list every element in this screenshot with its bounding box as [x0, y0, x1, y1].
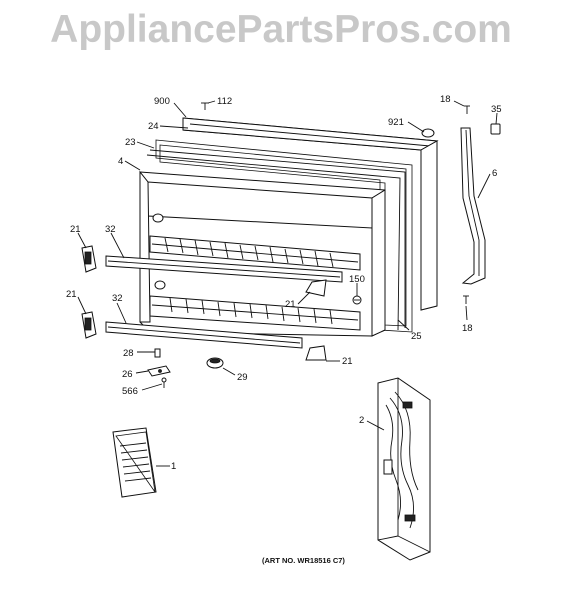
- plug-921: [421, 128, 435, 138]
- callout-18-top: 18: [440, 94, 451, 105]
- shelf-bar-lower: [105, 321, 303, 349]
- screw-112: [201, 102, 209, 110]
- callout-29: 29: [237, 372, 248, 383]
- callout-6: 6: [492, 168, 497, 179]
- fastener-150: [352, 295, 362, 305]
- inner-door-liner: [139, 170, 386, 337]
- end-cap-21-lower-left: [81, 311, 97, 339]
- callout-28: 28: [123, 348, 134, 359]
- outer-door-panel: [182, 117, 439, 311]
- art-number: (ART NO. WR18516 C7): [262, 556, 345, 565]
- callout-21-d: 21: [342, 356, 353, 367]
- screw-18-top: [464, 105, 470, 114]
- end-cap-21-lower-right: [305, 345, 327, 361]
- leader-lines: [77, 100, 498, 467]
- callout-32-a: 32: [105, 224, 116, 235]
- cap-29: [206, 357, 224, 369]
- callout-4: 4: [118, 156, 123, 167]
- end-cap-21-upper-right: [305, 279, 327, 297]
- callout-21-a: 21: [70, 224, 81, 235]
- callout-25: 25: [411, 331, 422, 342]
- callout-1: 1: [171, 461, 176, 472]
- door-handle: [460, 127, 486, 285]
- handle-cap-35: [490, 123, 501, 135]
- callout-566: 566: [122, 386, 138, 397]
- callout-23: 23: [125, 137, 136, 148]
- callout-112: 112: [217, 96, 232, 107]
- instruction-booklet: [112, 427, 157, 498]
- callout-921: 921: [388, 117, 404, 128]
- end-cap-21-upper-left: [81, 245, 97, 273]
- callout-21-b: 21: [285, 299, 296, 310]
- callout-26: 26: [122, 369, 133, 380]
- callout-900: 900: [154, 96, 170, 107]
- callout-18-bottom: 18: [462, 323, 473, 334]
- callout-24: 24: [148, 121, 159, 132]
- screw-18-bottom: [463, 295, 469, 304]
- wiring-panel: [377, 377, 431, 561]
- shelf-bar-upper: [105, 255, 343, 283]
- callout-21-c: 21: [66, 289, 77, 300]
- watermark-logo: AppliancePartsPros.com: [50, 8, 512, 51]
- callout-32-b: 32: [112, 293, 123, 304]
- callout-35: 35: [491, 104, 502, 115]
- callout-labels: 900 112 24 921 18 35 23 4 6 21 32 150 21…: [66, 94, 502, 565]
- screw-566: [161, 377, 167, 388]
- callout-150: 150: [349, 274, 365, 285]
- bracket-26: [147, 365, 171, 377]
- part-28: [154, 348, 161, 358]
- callout-2: 2: [359, 415, 364, 426]
